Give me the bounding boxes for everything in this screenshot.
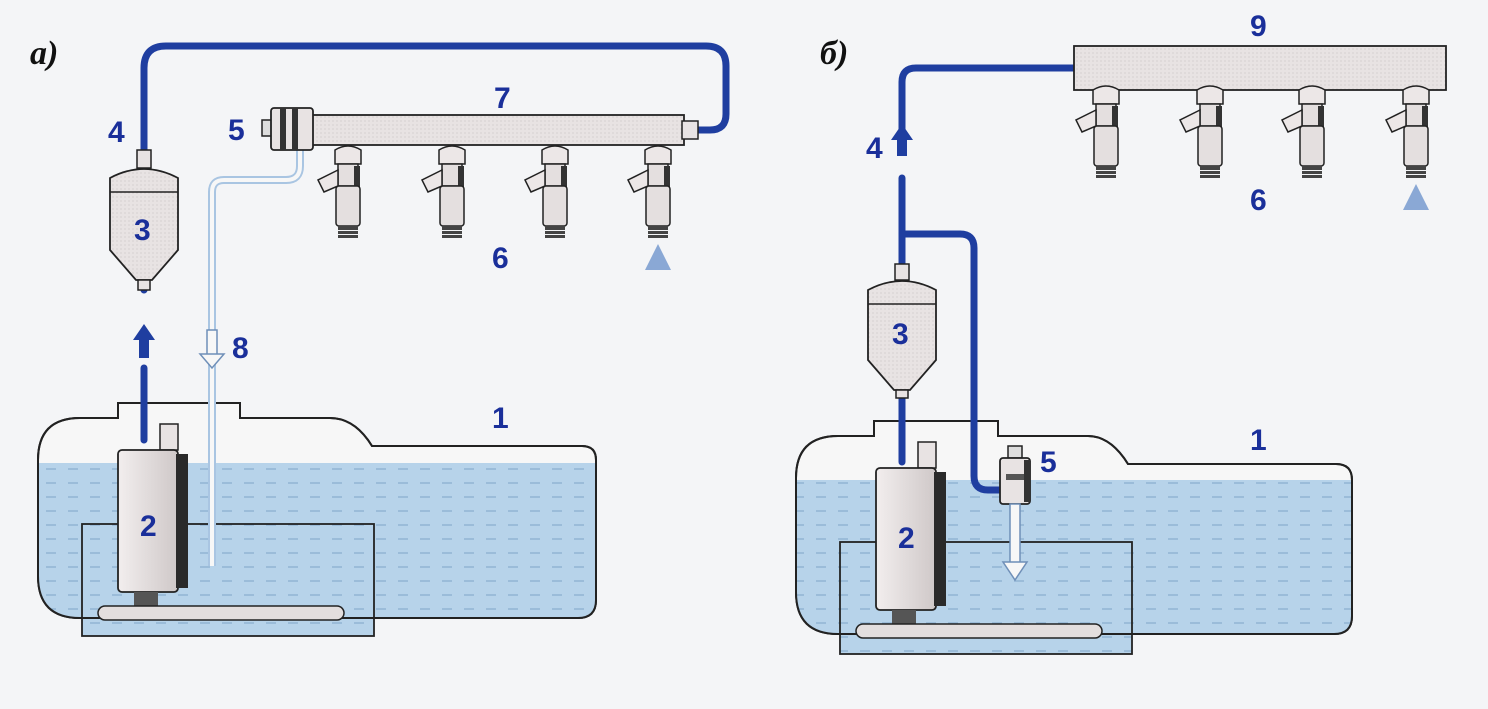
pressure-regulator (261, 107, 314, 151)
label-supply-line: 4 (108, 116, 125, 149)
pressure-regulator (999, 445, 1031, 582)
label-regulator: 5 (1040, 446, 1057, 479)
panel-b: б) (795, 10, 1447, 655)
label-return-line: 8 (232, 332, 249, 365)
label-pump: 2 (898, 522, 915, 555)
label-pump: 2 (140, 510, 157, 543)
spray-cone (1403, 184, 1429, 210)
panel-b-label: б) (820, 35, 848, 72)
label-filter: 3 (892, 318, 909, 351)
flow-arrow-up (891, 124, 913, 156)
flow-arrow-up (133, 324, 155, 358)
label-tank: 1 (492, 402, 509, 435)
fuel-filter (867, 263, 937, 399)
label-injectors: 6 (1250, 184, 1267, 217)
panel-a-label: а) (30, 35, 58, 72)
injector-group (317, 145, 672, 270)
label-tank: 1 (1250, 424, 1267, 457)
fuel-filter (109, 149, 179, 291)
label-fuel-rail: 7 (494, 82, 511, 115)
fuel-rail (1073, 45, 1447, 91)
label-supply-line: 4 (866, 132, 883, 165)
supply-line (898, 64, 1078, 466)
injector-group (1075, 85, 1430, 210)
panel-a: а) (30, 35, 730, 637)
supply-line (140, 42, 730, 444)
fuel-pump (97, 423, 345, 621)
fuel-rail (305, 114, 699, 146)
spray-cone (645, 244, 671, 270)
label-regulator: 5 (228, 114, 245, 147)
label-fuel-rail: 9 (1250, 10, 1267, 43)
label-injectors: 6 (492, 242, 509, 275)
bypass-line (898, 230, 1004, 494)
label-filter: 3 (134, 214, 151, 247)
fuel-pump (855, 441, 1103, 639)
return-flow-arrow (198, 329, 226, 370)
